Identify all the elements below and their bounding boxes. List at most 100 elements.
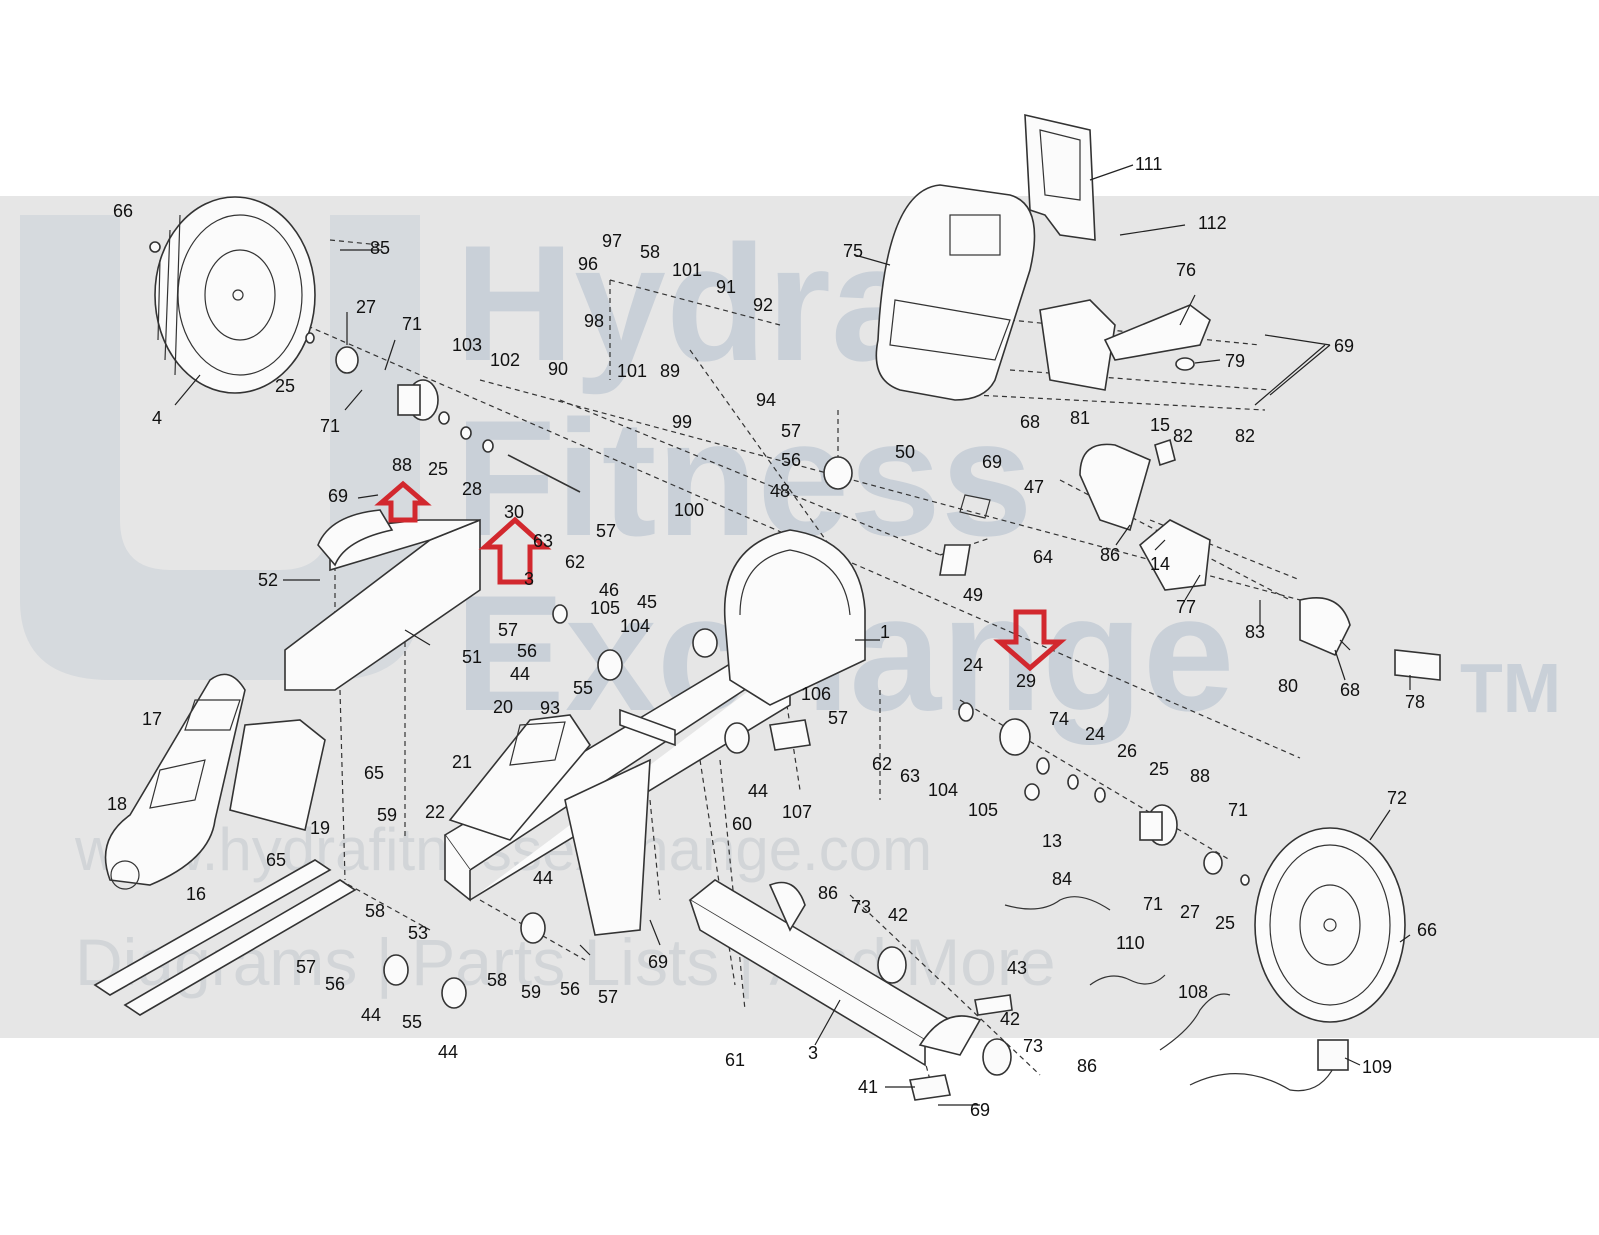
callout-label: 80 xyxy=(1278,676,1298,696)
callout-label: 77 xyxy=(1176,597,1196,617)
callout-label: 99 xyxy=(672,412,692,432)
callout-label: 50 xyxy=(895,442,915,462)
watermark-logo xyxy=(20,215,420,680)
callout-label: 56 xyxy=(560,979,580,999)
callout-label: 27 xyxy=(1180,902,1200,922)
callout-label: 75 xyxy=(843,241,863,261)
frame-cover xyxy=(284,509,481,691)
callout-label: 103 xyxy=(452,335,482,355)
callout-label: 88 xyxy=(1190,766,1210,786)
callout-label: 66 xyxy=(113,201,133,221)
motor-assembly xyxy=(939,438,1441,681)
callout-label: 88 xyxy=(392,455,412,475)
callout-label: 69 xyxy=(982,452,1002,472)
callout-label: 94 xyxy=(756,390,776,410)
callout-label: 105 xyxy=(968,800,998,820)
callout-label: 44 xyxy=(438,1042,458,1062)
callout-label: 86 xyxy=(1100,545,1120,565)
callout-label: 57 xyxy=(828,708,848,728)
callout-label: 56 xyxy=(517,641,537,661)
callout-label: 97 xyxy=(602,231,622,251)
callout-label: 111 xyxy=(1135,154,1162,174)
callout-label: 112 xyxy=(1198,213,1227,233)
callout-label: 82 xyxy=(1173,426,1193,446)
callout-label: 1 xyxy=(880,622,890,642)
rear-stabilizer xyxy=(688,879,982,1067)
callout-label: 85 xyxy=(370,238,390,258)
callout-label: 71 xyxy=(320,416,340,436)
callout-label: 51 xyxy=(462,647,482,667)
callout-label: 57 xyxy=(598,987,618,1007)
callout-label: 13 xyxy=(1042,831,1062,851)
callout-label: 16 xyxy=(186,884,206,904)
callout-label: 46 xyxy=(599,580,619,600)
callout-label: 17 xyxy=(142,709,162,729)
straps xyxy=(93,859,357,1016)
callout-label: 65 xyxy=(266,850,286,870)
callout-label: 3 xyxy=(808,1043,818,1063)
callout-labels: 66 85 4 27 25 71 71 88 25 28 30 69 52 51… xyxy=(107,154,1437,1120)
callout-label: 28 xyxy=(462,479,482,499)
callout-label: 57 xyxy=(596,521,616,541)
callout-label: 42 xyxy=(1000,1009,1020,1029)
console xyxy=(875,113,1096,401)
wheels xyxy=(383,456,1250,1076)
callout-label: 57 xyxy=(781,421,801,441)
callout-label: 20 xyxy=(493,697,513,717)
callout-label: 98 xyxy=(584,311,604,331)
callout-label: 96 xyxy=(578,254,598,274)
callout-label: 104 xyxy=(620,616,650,636)
callout-label: 58 xyxy=(487,970,507,990)
callout-label: 47 xyxy=(1024,477,1044,497)
callout-label: 93 xyxy=(540,698,560,718)
callout-label: 41 xyxy=(858,1077,878,1097)
callout-label: 44 xyxy=(533,868,553,888)
callout-label: 82 xyxy=(1235,426,1255,446)
drive-shaft xyxy=(507,454,581,493)
callout-label: 71 xyxy=(1228,800,1248,820)
callout-label: 104 xyxy=(928,780,958,800)
callout-label: 86 xyxy=(1077,1056,1097,1076)
callout-label: 68 xyxy=(1340,680,1360,700)
callout-label: 57 xyxy=(296,957,316,977)
callout-label: 63 xyxy=(900,766,920,786)
highlight-arrow-part-29 xyxy=(993,609,1067,672)
callout-label: 58 xyxy=(640,242,660,262)
callout-label: 91 xyxy=(716,277,736,297)
callout-label: 102 xyxy=(490,350,520,370)
callout-label: 108 xyxy=(1178,982,1208,1002)
callout-label: 63 xyxy=(533,531,553,551)
callout-label: 71 xyxy=(402,314,422,334)
right-hub xyxy=(1139,804,1178,846)
cables xyxy=(1004,896,1349,1092)
callout-label: 58 xyxy=(365,901,385,921)
callout-label: 48 xyxy=(770,481,790,501)
callout-label: 3 xyxy=(524,569,534,589)
leader-lines xyxy=(174,164,1411,1106)
callout-label: 68 xyxy=(1020,412,1040,432)
callout-label: 65 xyxy=(364,763,384,783)
callout-label: 90 xyxy=(548,359,568,379)
highlight-arrow-part-30 xyxy=(478,516,552,585)
callout-label: 62 xyxy=(872,754,892,774)
callout-label: 81 xyxy=(1070,408,1090,428)
callout-label: 79 xyxy=(1225,351,1245,371)
callout-label: 19 xyxy=(310,818,330,838)
callout-label: 92 xyxy=(753,295,773,315)
callout-label: 4 xyxy=(152,408,162,428)
highlight-arrow-part-88 xyxy=(374,480,432,523)
callout-label: 101 xyxy=(617,361,647,381)
callout-label: 84 xyxy=(1052,869,1072,889)
pedals xyxy=(104,673,591,890)
watermark-brand-line1: Hydra xyxy=(455,211,924,395)
callout-label: 52 xyxy=(258,570,278,590)
small-brackets xyxy=(564,719,1013,1101)
callout-label: 69 xyxy=(970,1100,990,1120)
callout-label: 14 xyxy=(1150,554,1170,574)
callout-label: 109 xyxy=(1362,1057,1392,1077)
callout-label: 100 xyxy=(674,500,704,520)
callout-label: 55 xyxy=(402,1012,422,1032)
callout-label: 69 xyxy=(328,486,348,506)
callout-label: 86 xyxy=(818,883,838,903)
